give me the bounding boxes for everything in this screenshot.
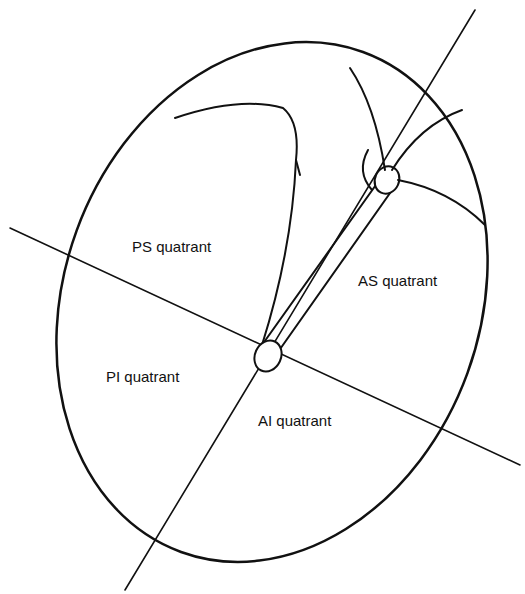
axis-line [10,228,520,465]
malleolar-fold [398,180,485,225]
malleus-handle [278,186,395,352]
malleolar-fold [350,68,385,170]
umbo [249,336,286,376]
fold-curve [262,160,296,345]
quadrant-label: AI quatrant [258,412,331,430]
malleolar-fold [392,110,462,170]
fold-arc [363,150,372,190]
malleus-handle [262,182,378,345]
posterior-fold [175,104,300,175]
quadrant-label: PI quatrant [106,368,179,386]
quadrant-label: AS quatrant [358,272,437,290]
quadrant-label: PS quatrant [132,238,211,256]
axis-line [125,10,475,590]
